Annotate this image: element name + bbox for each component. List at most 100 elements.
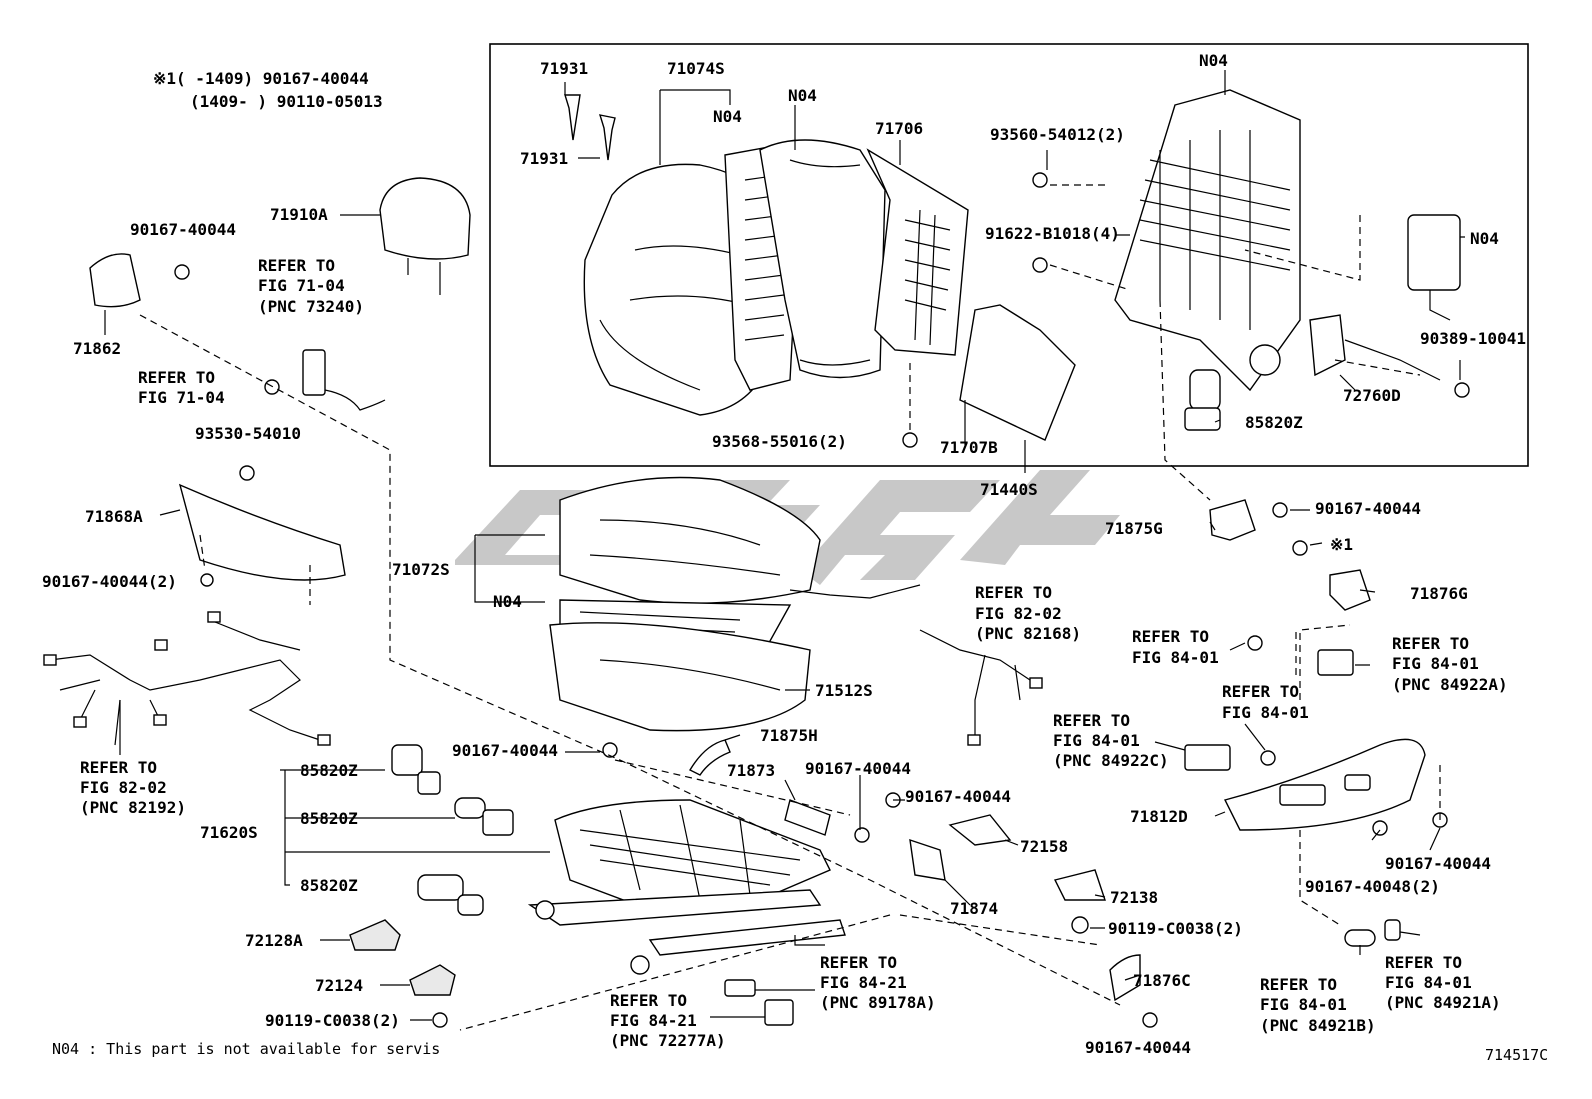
shield-71868a[interactable] (178, 483, 346, 581)
figure-code: 714517C (1485, 1046, 1548, 1064)
refer-j-3: (PNC 89178A) (820, 993, 936, 1012)
nut-90389[interactable] (1454, 382, 1470, 398)
label-85820z-2: 85820Z (300, 809, 358, 828)
seatback-group-box (489, 43, 1529, 467)
refer-h-1: REFER TO (1053, 711, 1130, 730)
switch-84922a[interactable] (1317, 649, 1354, 676)
label-71512s: 71512S (815, 681, 873, 700)
motor-85820z-2[interactable] (454, 797, 514, 836)
refer-a-3: (PNC 73240) (258, 297, 364, 316)
clip-71931[interactable] (564, 94, 616, 161)
refer-c-2: FIG 82-02 (80, 778, 167, 797)
screw-90167-48[interactable] (1372, 820, 1388, 836)
screw-90119-l[interactable] (432, 1012, 448, 1028)
label-n04-e: N04 (493, 592, 522, 611)
wire-harness-82192[interactable] (43, 611, 331, 746)
refer-e-2: FIG 84-01 (1132, 648, 1219, 667)
label-n04-b: N04 (788, 86, 817, 105)
label-90167-mid: 90167-40044 (452, 741, 558, 760)
refer-k-3: (PNC 84921B) (1260, 1016, 1376, 1035)
cover-72124[interactable] (409, 964, 456, 996)
screw-refer-84-01b[interactable] (1260, 750, 1276, 766)
cover-71876g[interactable] (1329, 569, 1371, 611)
label-90167-2: 90167-40044(2) (42, 572, 177, 591)
screw-90167-mid[interactable] (602, 742, 618, 758)
bracket-71873[interactable] (784, 799, 831, 836)
screw-93530[interactable] (239, 465, 255, 481)
screw-90167-m2[interactable] (854, 827, 870, 843)
label-72138: 72138 (1110, 888, 1158, 907)
screw-90119-r[interactable] (1071, 916, 1089, 934)
label-72124: 72124 (315, 976, 363, 995)
label-n04-c: N04 (1199, 51, 1228, 70)
label-71868a: 71868A (85, 507, 143, 526)
refer-i-1: REFER TO (610, 991, 687, 1010)
screw-93568[interactable] (902, 432, 918, 448)
refer-i-2: FIG 84-21 (610, 1011, 697, 1030)
switch-84922c[interactable] (1184, 744, 1231, 771)
motor-85820z-3[interactable] (417, 874, 484, 916)
screw-90167-bot[interactable] (1142, 1012, 1158, 1028)
screw-93560[interactable] (1032, 172, 1048, 188)
lumbar-module-n04[interactable] (1407, 214, 1461, 321)
leader-lines-main (139, 299, 1441, 1031)
knob-84921b[interactable] (1344, 929, 1376, 947)
label-90119-l: 90119-C0038(2) (265, 1011, 400, 1030)
label-71074s: 71074S (667, 59, 725, 78)
label-71620s: 71620S (200, 823, 258, 842)
refer-d-1: REFER TO (975, 583, 1052, 602)
label-90167-bot: 90167-40044 (1085, 1038, 1191, 1057)
seatback-frame-n04[interactable] (1114, 89, 1301, 392)
refer-g-1: REFER TO (1222, 682, 1299, 701)
refer-d-3: (PNC 82168) (975, 624, 1081, 643)
motor-85820z-1[interactable] (391, 744, 441, 795)
refer-k-2: FIG 84-01 (1260, 995, 1347, 1014)
refer-i-3: (PNC 72277A) (610, 1031, 726, 1050)
label-85820z-1: 85820Z (300, 761, 358, 780)
label-71876c: 71876C (1133, 971, 1191, 990)
wire-harness-82168[interactable] (919, 629, 1043, 746)
screw-x1[interactable] (1292, 540, 1308, 556)
label-91622: 91622-B1018(4) (985, 224, 1120, 243)
label-71706: 71706 (875, 119, 923, 138)
bracket-72158[interactable] (948, 814, 1012, 846)
leader-lines-top (909, 184, 1421, 430)
seat-cushion-cover-71072s[interactable] (559, 476, 821, 605)
part-72277a[interactable] (764, 999, 794, 1026)
screw-refer-84-01a[interactable] (1247, 635, 1263, 651)
screw-90167-r1[interactable] (1272, 502, 1288, 518)
part-89178a[interactable] (724, 979, 756, 997)
refer-h-3: (PNC 84922C) (1053, 751, 1169, 770)
cover-72128a[interactable] (349, 919, 401, 951)
cover-71875g[interactable] (1209, 499, 1256, 541)
label-71931-a: 71931 (540, 59, 588, 78)
bracket-72138[interactable] (1053, 869, 1106, 901)
n04-note: N04 : This part is not available for ser… (52, 1040, 440, 1058)
label-72760d: 72760D (1343, 386, 1401, 405)
refer-f-2: FIG 84-01 (1392, 654, 1479, 673)
seatback-board-71706[interactable] (866, 148, 969, 356)
side-shield-71812d[interactable] (1223, 738, 1426, 831)
bracket-71876c[interactable] (1109, 954, 1141, 1002)
screw-90167-2[interactable] (200, 573, 214, 587)
cushion-pad-71512s[interactable] (549, 622, 811, 732)
refer-e-1: REFER TO (1132, 627, 1209, 646)
label-72128a: 72128A (245, 931, 303, 950)
motor-85820z-top[interactable] (1184, 369, 1221, 431)
headrest-71910a[interactable] (379, 177, 471, 295)
bracket-71875h[interactable] (689, 739, 731, 776)
bracket-71874[interactable] (909, 838, 946, 881)
seatback-pad-71707b[interactable] (959, 304, 1076, 441)
cover-71862[interactable] (89, 253, 141, 308)
label-90119-r: 90119-C0038(2) (1108, 919, 1243, 938)
screw-91622[interactable] (1032, 257, 1048, 273)
label-93530: 93530-54010 (195, 424, 301, 443)
screw-90167-hr[interactable] (174, 264, 190, 280)
nut-refer-71-04[interactable] (264, 379, 280, 395)
seat-belt-buckle[interactable] (302, 349, 386, 411)
label-71876g: 71876G (1410, 584, 1468, 603)
refer-f-3: (PNC 84922A) (1392, 675, 1508, 694)
label-71874: 71874 (950, 899, 998, 918)
knob-84921a[interactable] (1384, 919, 1401, 941)
seat-frame-71620s[interactable] (527, 799, 846, 975)
